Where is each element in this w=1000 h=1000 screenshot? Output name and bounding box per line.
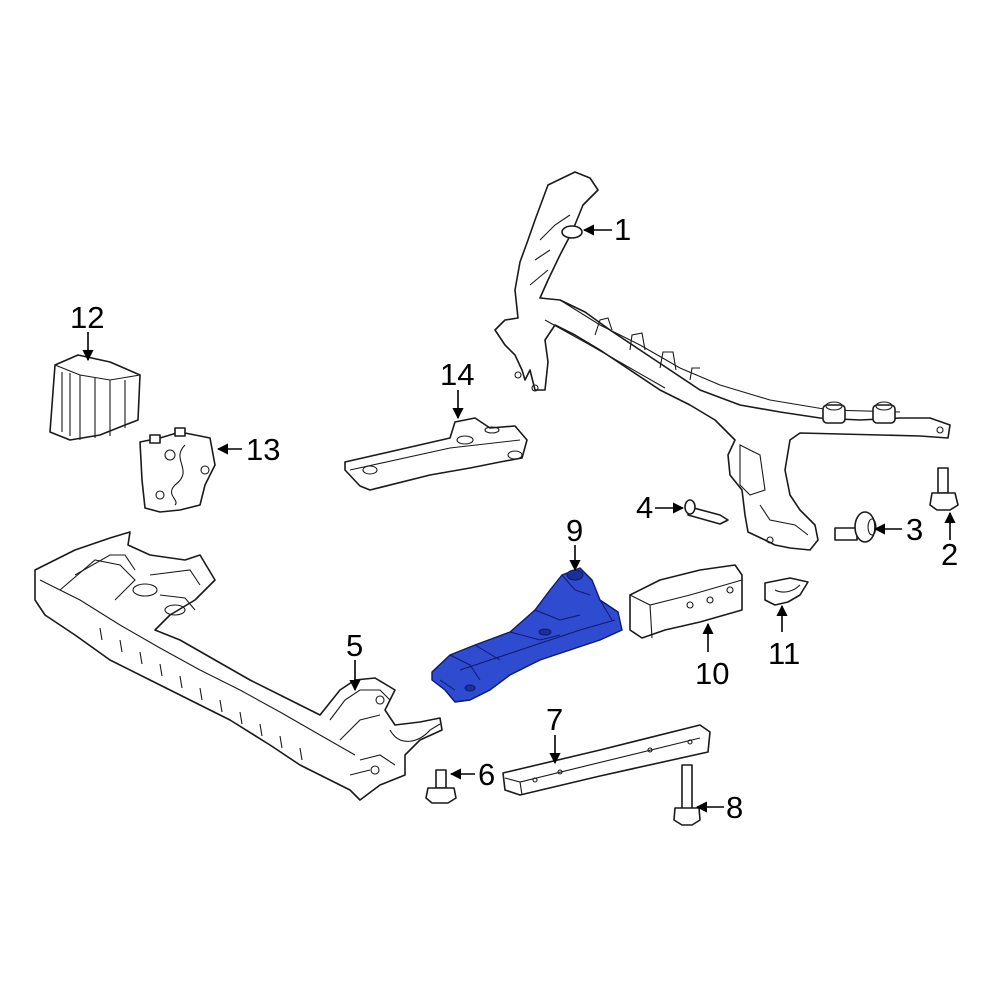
callout-10: 10 [695,656,729,691]
part-13-bracket[interactable] [139,427,216,513]
part-14-plate[interactable] [344,417,528,491]
callout-13: 13 [246,432,280,467]
callout-14: 14 [440,357,474,392]
callout-7: 7 [546,702,563,737]
callout-4: 4 [636,490,653,525]
callout-8: 8 [726,790,743,825]
callout-9: 9 [566,513,583,548]
part-11-clip[interactable] [764,577,809,606]
part-9-highlighted[interactable] [431,567,623,703]
part-5-lower-support[interactable] [34,531,443,801]
callout-3: 3 [906,512,923,547]
callout-2: 2 [941,537,958,572]
part-2-bolt[interactable] [929,467,959,511]
leader-lines [82,224,956,813]
part-3-bolt[interactable] [834,511,877,543]
part-8-bolt[interactable] [673,764,701,826]
callout-6: 6 [478,757,495,792]
part-4-bolt[interactable] [684,499,729,525]
callout-5: 5 [346,628,363,663]
part-1-radiator-support[interactable] [494,171,951,551]
callout-1: 1 [614,212,631,247]
callout-11: 11 [768,636,800,671]
part-12-deflector[interactable] [49,354,141,441]
callout-12: 12 [70,300,104,335]
part-6-bolt[interactable] [425,769,457,804]
part-7-rail[interactable] [502,724,711,796]
part-10-bracket[interactable] [629,564,743,639]
